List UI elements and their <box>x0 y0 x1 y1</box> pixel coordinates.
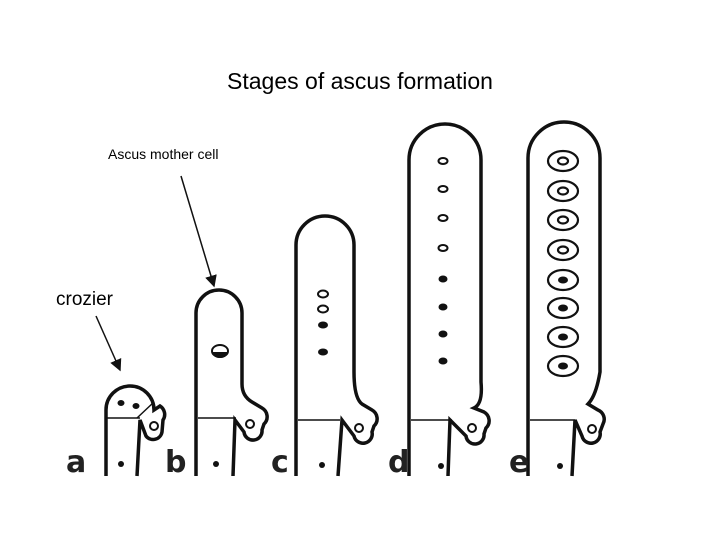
stage-e <box>526 120 606 477</box>
stage-e-nuclei <box>557 276 568 469</box>
stage-e-ascospores <box>546 149 580 378</box>
stage-d-nuclei <box>438 275 448 469</box>
stage-d <box>407 122 491 477</box>
stage-letter-a: a <box>66 445 86 480</box>
stage-a <box>104 384 167 477</box>
crozier-arrow <box>95 315 122 372</box>
stage-a-nuclei <box>117 400 140 467</box>
stage-letter-e: e <box>509 445 529 480</box>
stage-c <box>294 214 379 477</box>
ascus-mother-cell-label: Ascus mother cell <box>108 146 219 162</box>
ascus-mother-cell-arrow <box>180 175 217 288</box>
stage-letter-b: b <box>165 445 186 480</box>
stage-letter-c: c <box>271 445 289 480</box>
crozier-label: crozier <box>56 289 114 310</box>
stage-c-nuclei <box>318 321 328 468</box>
stage-b-nuclei <box>212 352 228 467</box>
stage-letter-d: d <box>388 445 409 480</box>
stage-b <box>194 288 269 477</box>
diagram-title: Stages of ascus formation <box>227 68 493 94</box>
